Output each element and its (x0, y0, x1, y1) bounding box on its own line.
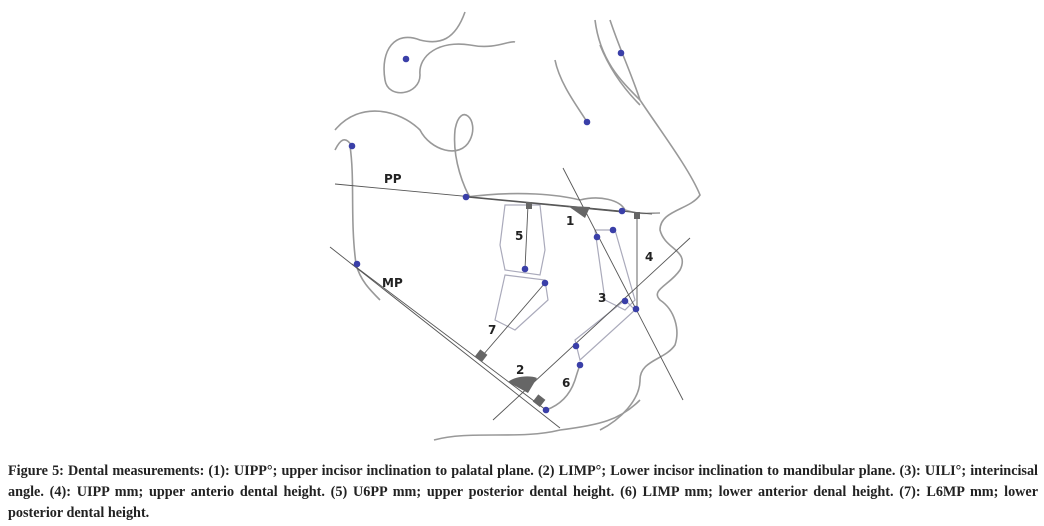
label-palatal-plane: PP (384, 172, 402, 186)
label-measurement-1: 1 (566, 214, 574, 228)
label-measurement-4: 4 (645, 250, 653, 264)
landmark-points (348, 49, 640, 414)
label-mandibular-plane: MP (382, 276, 403, 290)
label-measurement-3: 3 (598, 291, 606, 305)
reference-lines (329, 167, 691, 429)
label-measurement-5: 5 (515, 229, 523, 243)
label-measurement-2: 2 (516, 363, 524, 377)
skull-outline (334, 11, 701, 441)
label-measurement-6: 6 (562, 376, 570, 390)
cephalometric-diagram: PP MP 1 5 4 3 7 2 6 (329, 11, 701, 441)
figure-caption: Figure 5: Dental measurements: (1): UIPP… (8, 463, 1038, 521)
angle-markers (474, 202, 640, 408)
label-measurement-7: 7 (488, 323, 496, 337)
